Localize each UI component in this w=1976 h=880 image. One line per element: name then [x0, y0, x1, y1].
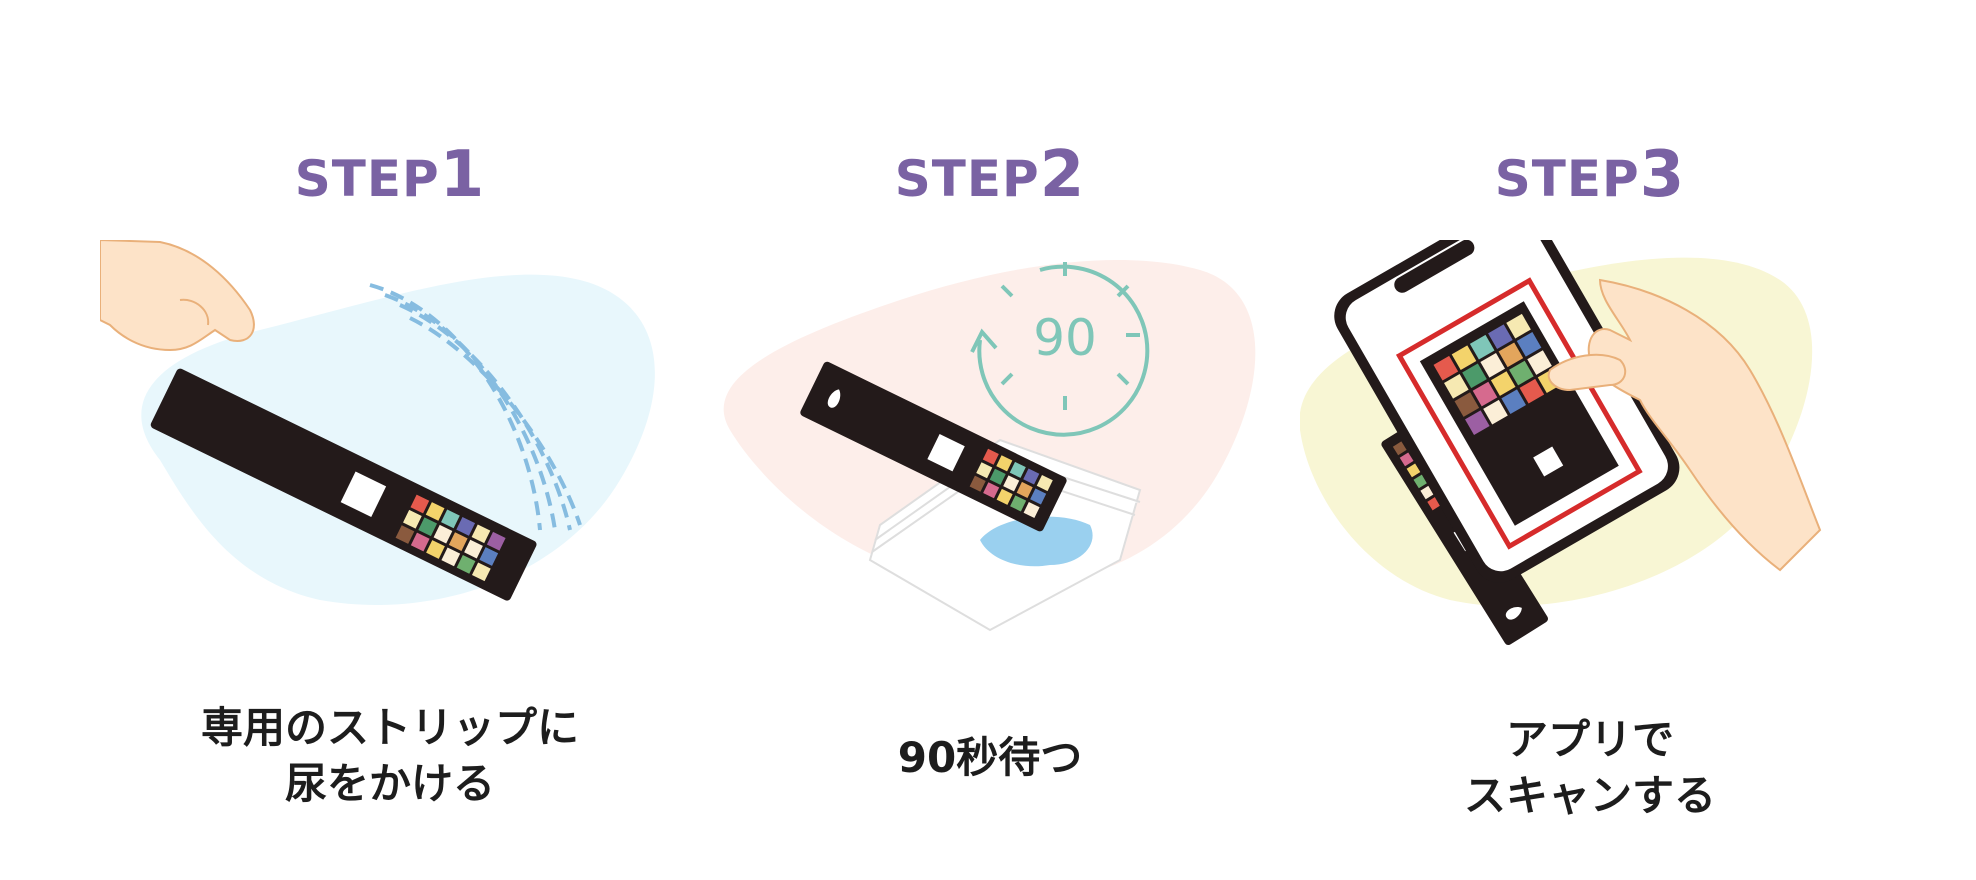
test-strip-icon	[800, 361, 1067, 532]
step-label: STEP	[1494, 149, 1640, 208]
background-blob	[141, 274, 655, 605]
step-1-illustration	[100, 240, 655, 605]
timer-icon	[970, 262, 1150, 437]
step-1-caption: 専用のストリップに 尿をかける	[100, 700, 680, 812]
step-3: STEP3	[1300, 0, 1880, 880]
caption-line: 90秒待つ	[897, 733, 1083, 782]
timer-value: 90	[1033, 309, 1097, 367]
step-3-title: STEP3	[1300, 138, 1880, 212]
wet-spot-icon	[980, 516, 1093, 567]
step-2-title: STEP2	[700, 138, 1280, 212]
step-number: 2	[1039, 137, 1086, 212]
step-2-caption: 90秒待つ	[700, 730, 1280, 786]
step-number: 1	[439, 137, 486, 212]
step-label: STEP	[294, 149, 440, 208]
caption-line: 専用のストリップに	[200, 703, 579, 752]
step-1-title: STEP1	[100, 138, 680, 212]
hand-icon	[100, 240, 255, 352]
step-1: STEP1 専用のストリップに 尿をかける	[100, 0, 680, 880]
caption-line: 尿をかける	[284, 759, 495, 808]
step-3-caption: アプリで スキャンする	[1300, 712, 1880, 824]
step-2-illustration: 90	[723, 260, 1256, 632]
caption-line: アプリで	[1505, 715, 1674, 764]
hand-icon	[1547, 278, 1822, 572]
test-strip-icon	[150, 368, 537, 601]
urine-stream-icon	[369, 283, 582, 531]
step-3-illustration	[1300, 240, 1822, 646]
caption-line: スキャンする	[1463, 771, 1716, 820]
step-number: 3	[1639, 137, 1686, 212]
step-label: STEP	[894, 149, 1040, 208]
step-2: STEP2 90 90秒待つ	[700, 0, 1280, 880]
